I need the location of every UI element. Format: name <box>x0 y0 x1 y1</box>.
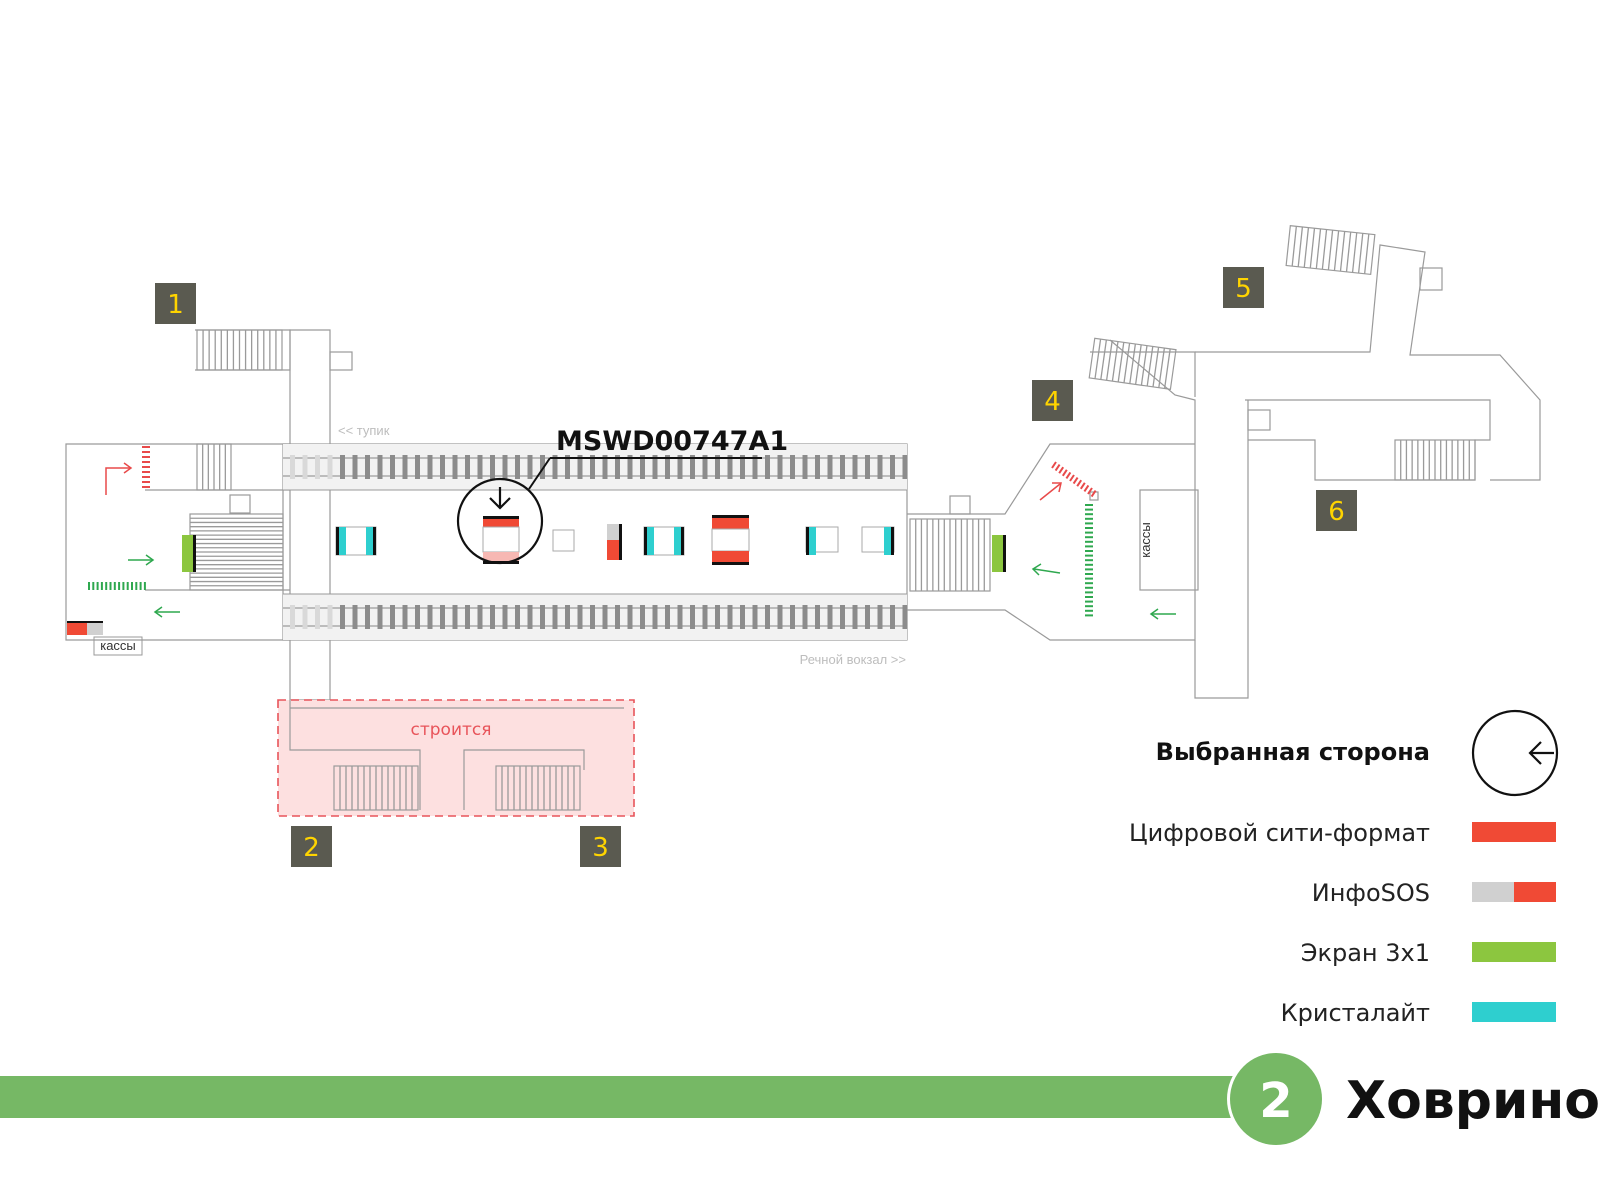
construction-zone: строится <box>277 699 635 817</box>
ad-crystalite-4 <box>861 526 895 555</box>
exit-2-marker: 2 <box>291 826 332 867</box>
left-vestibule: кассы <box>65 329 353 701</box>
stairs-exit-4 <box>1088 337 1177 390</box>
arrow-red-right <box>1039 482 1062 501</box>
legend-swatch <box>1472 882 1514 902</box>
stairs-exit-5 <box>1285 225 1376 276</box>
ad-digital-selected <box>482 516 520 564</box>
platform-column <box>552 529 575 552</box>
ad-infosos-left <box>67 621 103 635</box>
tickets-label-right: кассы <box>1138 522 1153 558</box>
legend-item: Кристалайт <box>1281 999 1556 1027</box>
legend-item-label: ИнфоSOS <box>1312 879 1430 907</box>
exit-number: 1 <box>167 290 184 320</box>
track-bottom <box>283 605 908 629</box>
ad-crystalite-3 <box>805 526 839 555</box>
escalator-left <box>189 513 284 591</box>
line-band: 2 Ховрино <box>0 1050 1600 1148</box>
station-name: Ховрино <box>1346 1071 1600 1131</box>
exit-number: 4 <box>1044 387 1061 417</box>
next-station-label: Речной вокзал >> <box>800 652 906 667</box>
stairs-left-vestibule <box>196 443 232 491</box>
legend-item: Экран 3x1 <box>1301 939 1556 967</box>
legend-item-label: Цифровой сити-формат <box>1129 819 1430 847</box>
arrow-red-left <box>105 462 133 495</box>
ad-screen-left <box>182 535 196 572</box>
legend-swatch <box>1514 882 1556 902</box>
arrow-green-right-2 <box>1149 608 1176 620</box>
stairs-exit-3 <box>495 765 581 811</box>
ad-placements <box>67 515 1006 635</box>
exit-number: 5 <box>1235 274 1252 304</box>
exit-4-marker: 4 <box>1032 380 1073 421</box>
exit-markers: 1 2 3 4 5 6 <box>155 267 1357 867</box>
exit-number: 3 <box>592 833 609 863</box>
exit-number: 2 <box>303 833 320 863</box>
legend-swatch <box>1472 1002 1556 1022</box>
turnstile-lines <box>88 446 1097 617</box>
legend-item: Цифровой сити-формат <box>1129 819 1556 847</box>
arrow-green-out-left <box>153 606 180 618</box>
stairs-exit-2 <box>333 765 419 811</box>
legend-swatch <box>1472 942 1556 962</box>
stairs-exit-6 <box>1394 439 1476 481</box>
ad-code-label: MSWD00747A1 <box>556 426 788 457</box>
dead-end-label: << тупик <box>338 423 390 438</box>
construction-label: строится <box>411 720 492 740</box>
arrow-green-in <box>128 554 155 566</box>
exit-3-marker: 3 <box>580 826 621 867</box>
stairs-exit-1 <box>196 329 283 371</box>
tickets-label-left: кассы <box>100 638 136 653</box>
exit-1-marker: 1 <box>155 283 196 324</box>
legend-item: ИнфоSOS <box>1312 879 1556 907</box>
ad-crystalite-2 <box>643 526 685 556</box>
selected-marker <box>456 457 762 565</box>
ad-infosos-platform <box>607 524 622 560</box>
track-top <box>283 455 908 479</box>
legend: Выбранная сторона Цифровой сити-форматИн… <box>1129 709 1559 1027</box>
right-vestibule: кассы <box>907 244 1541 699</box>
ad-digital-2 <box>711 515 750 565</box>
ad-crystalite-1 <box>335 526 377 556</box>
escalator-right <box>909 518 991 592</box>
exit-number: 6 <box>1328 497 1345 527</box>
selected-side-icon <box>1471 709 1559 797</box>
exit-6-marker: 6 <box>1316 490 1357 531</box>
legend-swatch <box>1472 822 1556 842</box>
direction-arrows <box>105 462 1176 620</box>
exit-5-marker: 5 <box>1223 267 1264 308</box>
line-number: 2 <box>1259 1073 1292 1129</box>
legend-item-label: Кристалайт <box>1281 999 1430 1027</box>
legend-item-label: Экран 3x1 <box>1301 939 1430 967</box>
arrow-green-right <box>1031 563 1061 576</box>
ad-screen-right <box>992 535 1006 572</box>
legend-selected-side-label: Выбранная сторона <box>1156 738 1430 766</box>
